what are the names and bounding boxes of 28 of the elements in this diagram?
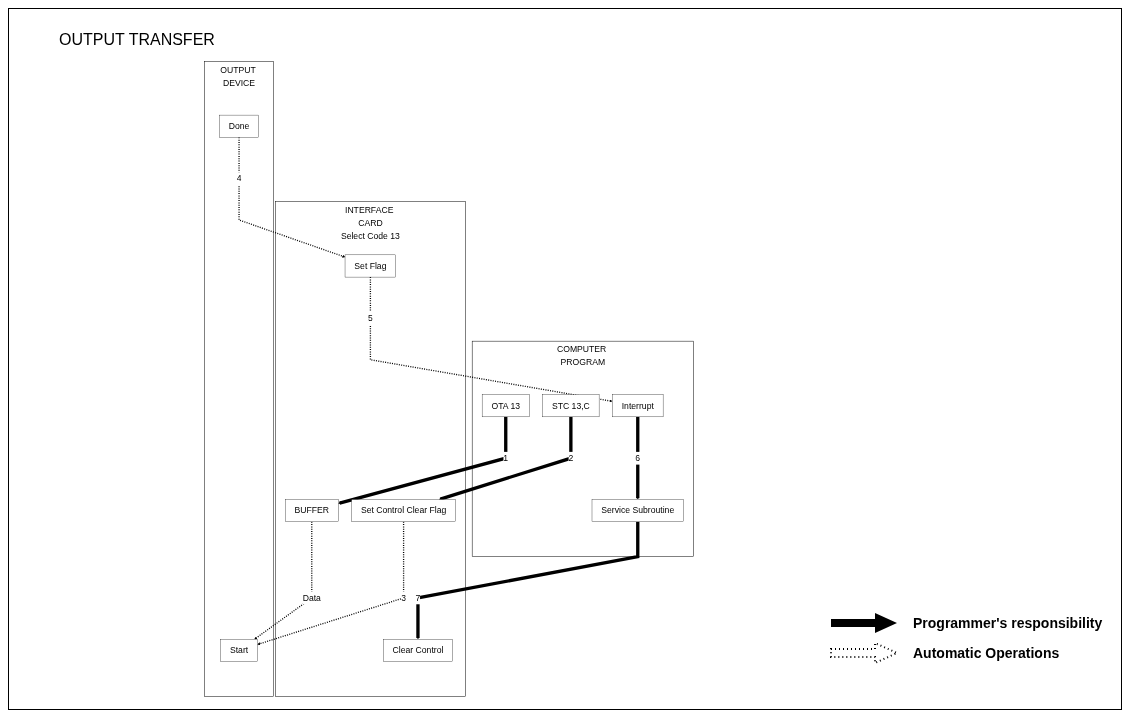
arrow — [636, 416, 640, 500]
edge-label: 1 — [503, 453, 509, 463]
arrow — [369, 276, 613, 403]
edge-label: 3 — [401, 592, 406, 603]
node-box: STC 13,C — [542, 394, 600, 417]
arrow — [416, 521, 640, 640]
edge-label: 7 — [415, 592, 421, 603]
arrow — [257, 521, 405, 646]
node-box: Clear Control — [383, 639, 453, 662]
legend-label: Automatic Operations — [913, 645, 1060, 661]
diagram-title: OUTPUT TRANSFER — [59, 31, 215, 49]
legend-label: Programmer's responsibility — [913, 615, 1103, 631]
edge-label: 2 — [568, 453, 574, 463]
edge-label: Data — [302, 592, 321, 603]
node-box: Service Subroutine — [591, 499, 684, 522]
edge-label: 6 — [635, 453, 641, 463]
edge-label: 5 — [368, 313, 373, 324]
node-box: Interrupt — [612, 394, 664, 417]
arrow — [254, 521, 313, 640]
node-box: Set Flag — [344, 254, 396, 278]
node-box: Start — [220, 639, 258, 662]
node-box: BUFFER — [285, 499, 339, 522]
node-box: Done — [219, 114, 259, 138]
arrow — [438, 416, 573, 501]
arrow — [338, 416, 508, 505]
node-box: OTA 13 — [481, 394, 530, 417]
edge-label: 4 — [236, 173, 242, 184]
node-box: Set Control Clear Flag — [351, 499, 456, 522]
